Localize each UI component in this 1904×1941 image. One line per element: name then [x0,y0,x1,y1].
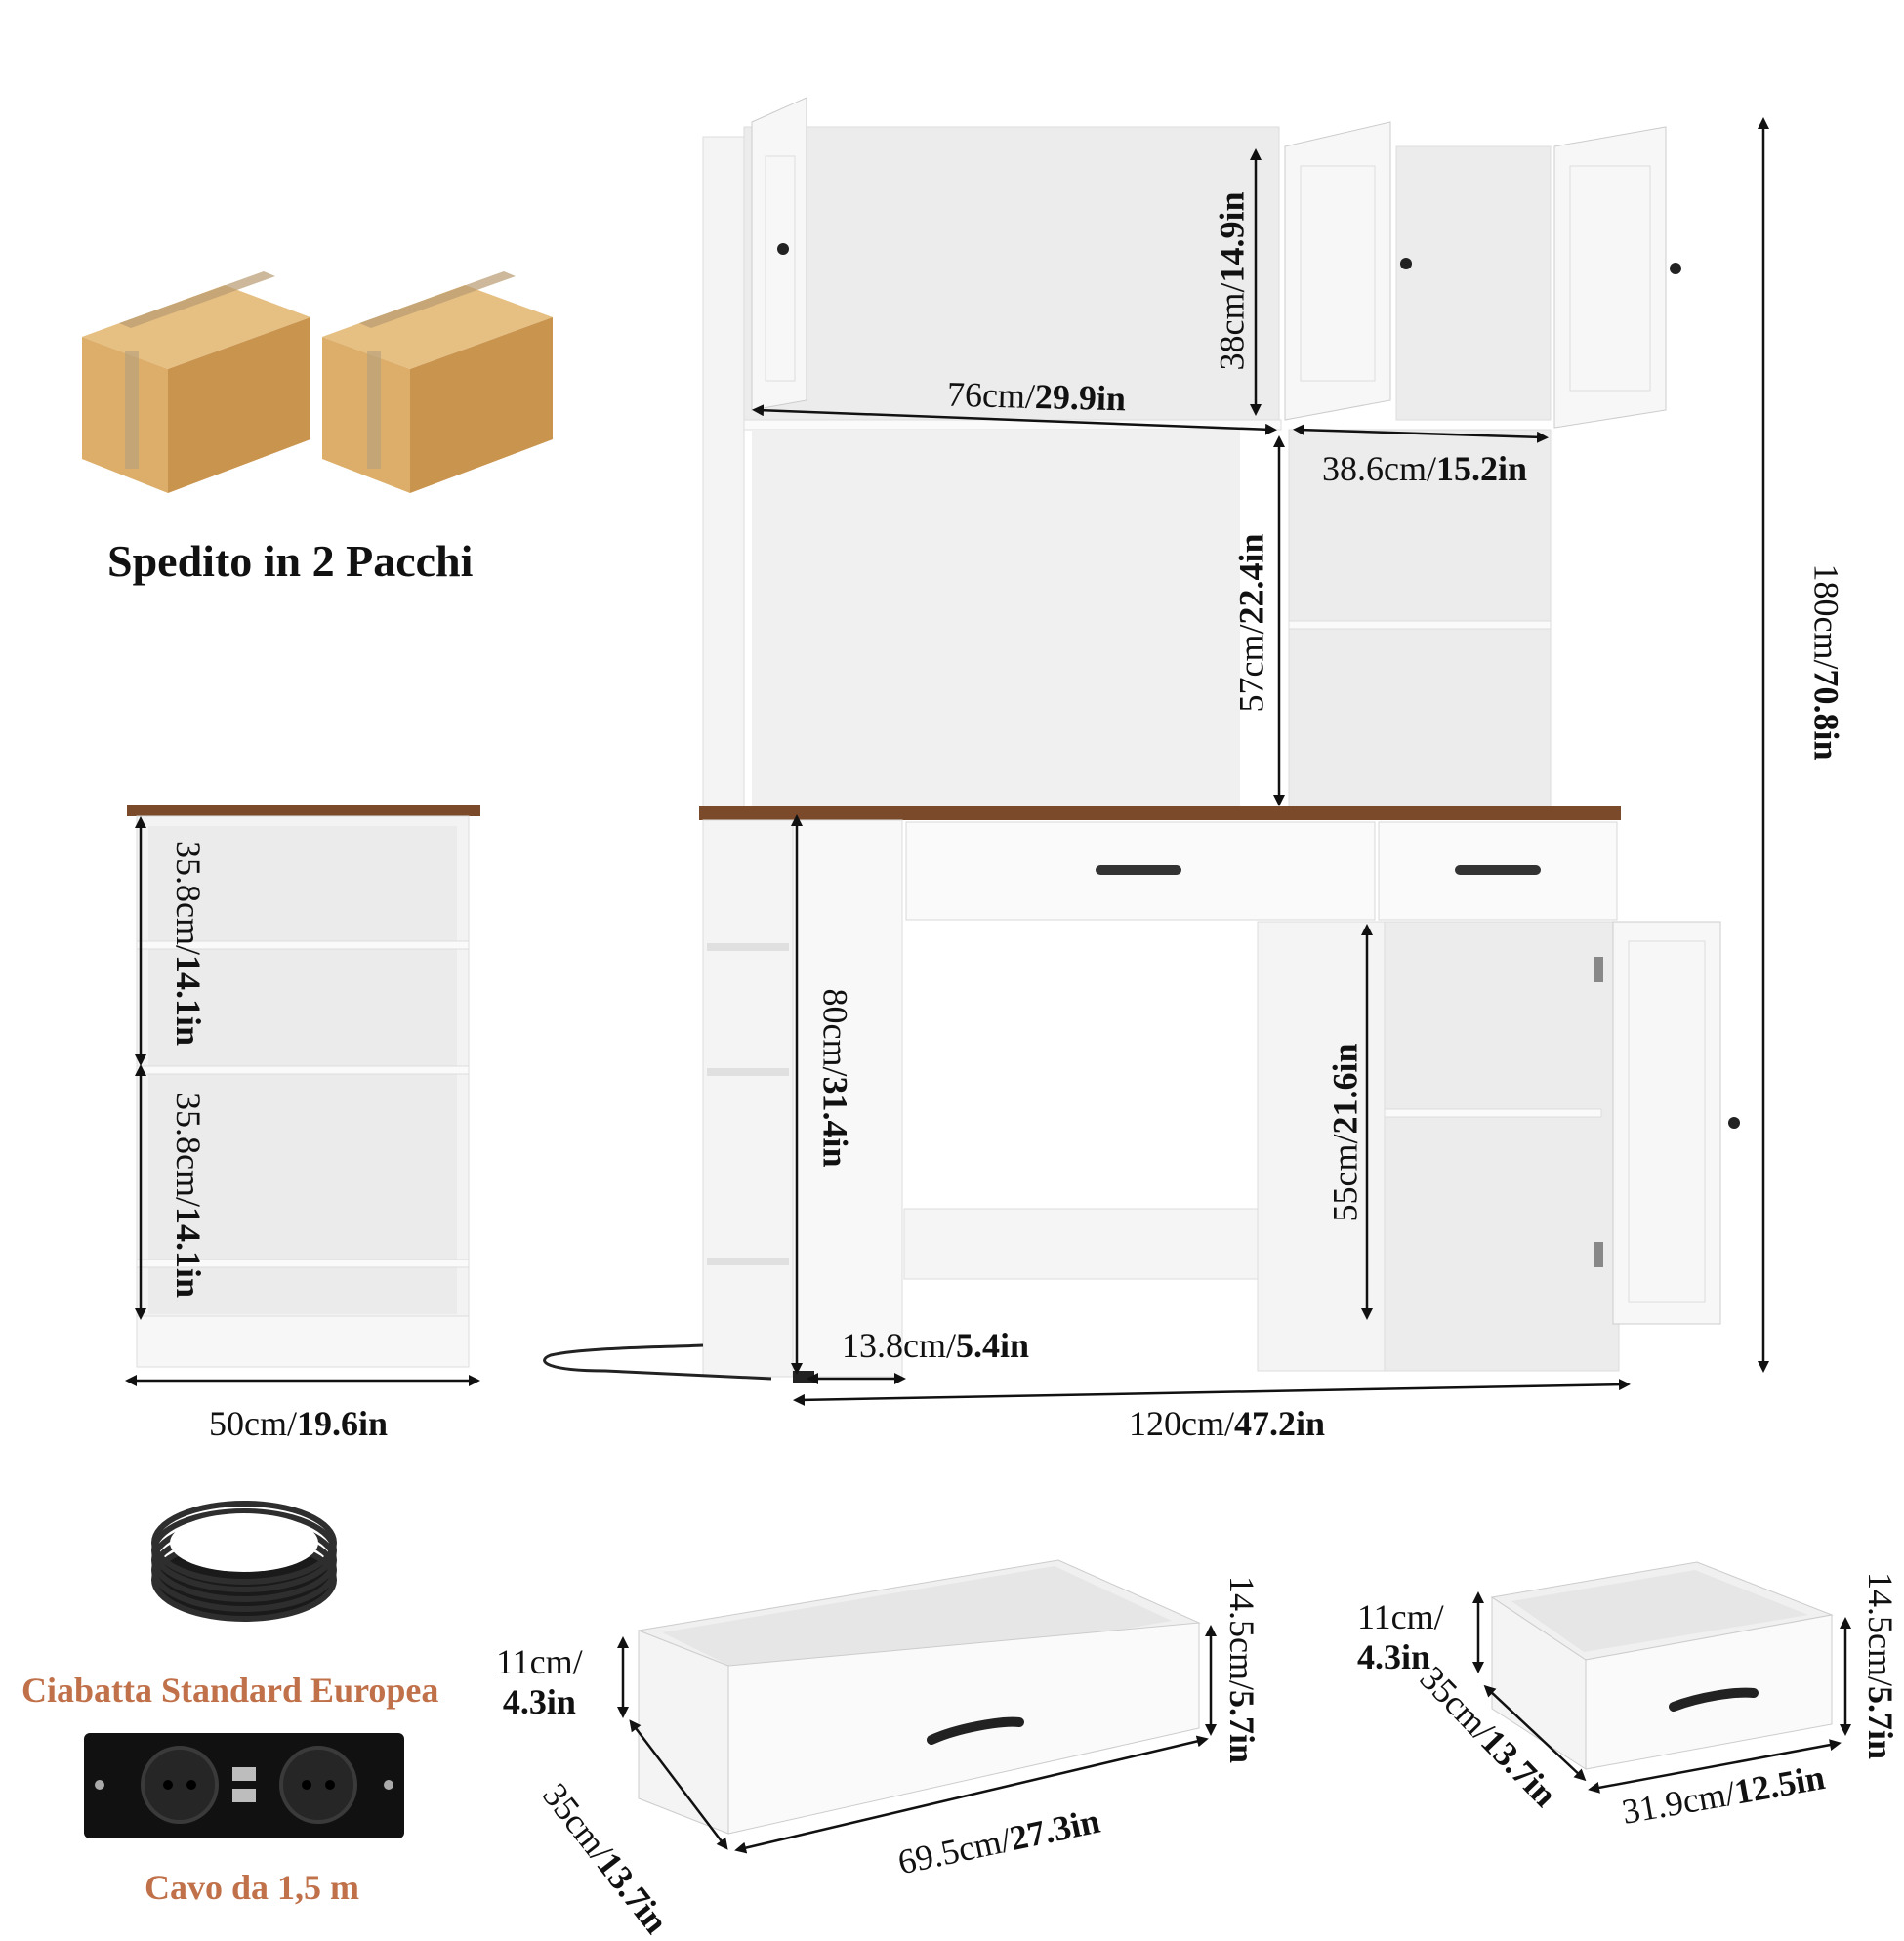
power-strip-label: Ciabatta Standard Europea [21,1671,439,1710]
dim-total-width: 120cm/47.2in [1129,1404,1326,1443]
dim-upper-cabinet-height: 38cm/14.9in [1212,191,1252,371]
shipping-packages-label: Spedito in 2 Pacchi [107,536,474,586]
dim-side-depth: 50cm/19.6in [209,1404,389,1443]
side-view-cabinet [127,805,480,1368]
hutch-desk-illustration [543,97,1740,1383]
dim-large-drawer-inner-height: 11cm/4.3in [496,1642,583,1722]
shipping-box-2 [322,271,553,493]
power-strip [84,1733,404,1838]
dimension-arrows [125,117,1851,1854]
dim-desk-height: 80cm/31.4in [815,988,855,1168]
shipping-box-1 [82,271,310,493]
small-drawer-illustration [1490,1561,1834,1770]
dim-desk-cabinet-height: 55cm/21.6in [1325,1043,1365,1222]
dim-side-shelf-width: 38.6cm/15.2in [1322,449,1528,488]
cable-length-label: Cavo da 1,5 m [145,1868,360,1907]
dim-upper-width: 76cm/29.9in [946,374,1127,419]
dim-side-shelf-2: 35.8cm/14.1in [169,1092,209,1299]
large-drawer-illustration [637,1559,1201,1835]
dim-total-height: 180cm/70.8in [1806,563,1846,761]
dim-side-shelf-depth: 13.8cm/5.4in [842,1326,1030,1365]
cable-coil [151,1501,337,1622]
dim-small-drawer-outer-height: 14.5cm/5.7in [1861,1571,1901,1760]
dim-side-shelf-1: 35.8cm/14.1in [169,840,209,1047]
dim-large-drawer-outer-height: 14.5cm/5.7in [1222,1575,1262,1764]
dim-small-drawer-inner-height: 11cm/4.3in [1357,1597,1444,1677]
dim-hutch-height: 57cm/22.4in [1231,533,1271,713]
